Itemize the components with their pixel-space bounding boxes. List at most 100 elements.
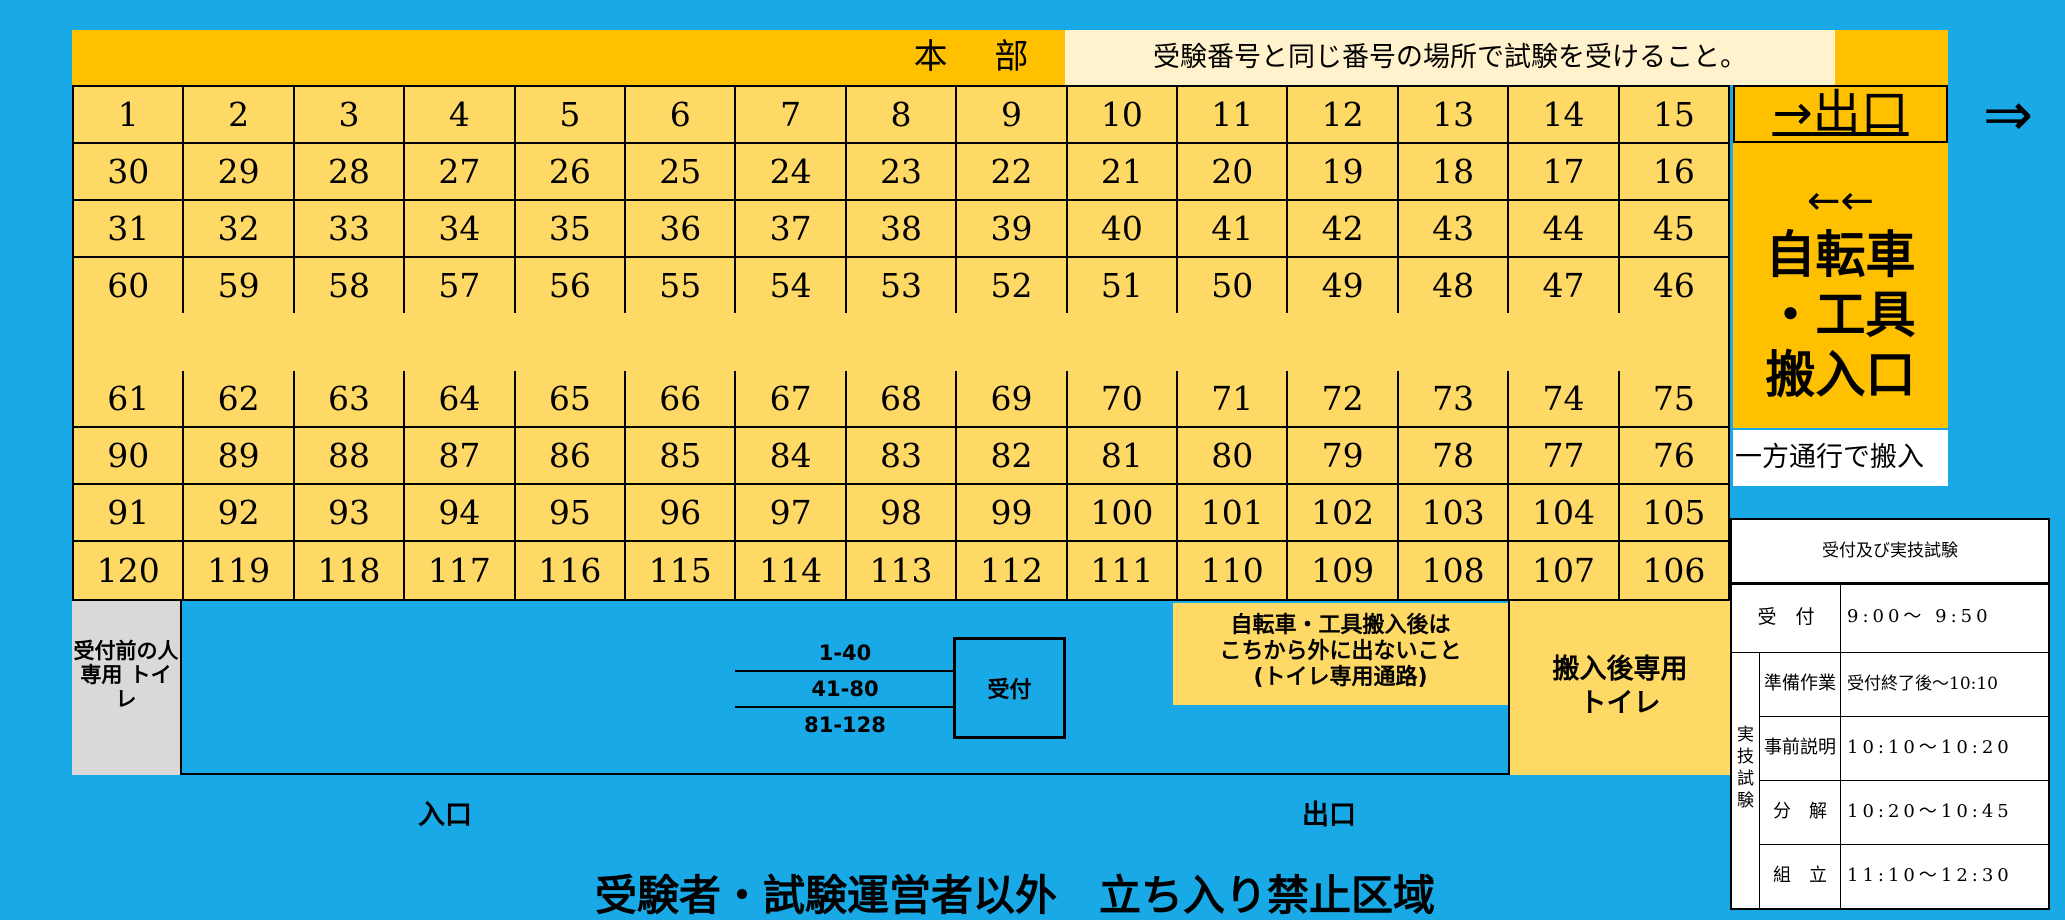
schedule-row: 組 立 11:10〜12:30 bbox=[1760, 844, 2048, 908]
seat-notice: 受験番号と同じ番号の場所で試験を受けること。 bbox=[1065, 30, 1835, 85]
seat-cell: 99 bbox=[957, 485, 1068, 540]
seat-cell: 45 bbox=[1652, 209, 1695, 248]
seat-cell: 110 bbox=[1178, 542, 1289, 599]
schedule-row-time: 10:10〜10:20 bbox=[1840, 716, 2048, 780]
seat-cell: 9 bbox=[957, 87, 1068, 142]
bike-line-3: 搬入口 bbox=[1765, 346, 1916, 404]
seat-cell: 88 bbox=[295, 428, 406, 483]
seat-cell: 20 bbox=[1178, 144, 1289, 199]
seat-cell: 78 bbox=[1399, 428, 1510, 483]
seat-cell: 54 bbox=[736, 258, 847, 313]
toilet-after-line-1: 搬入後専用 bbox=[1552, 654, 1688, 685]
seat-cell: 41 bbox=[1178, 201, 1289, 256]
seat-cell: 98 bbox=[847, 485, 958, 540]
seat-cell: 28 bbox=[295, 144, 406, 199]
seat-cell: 100 bbox=[1068, 485, 1179, 540]
schedule-row-time: 受付終了後〜10:10 bbox=[1840, 652, 2048, 716]
seat-cell: 66 bbox=[626, 371, 737, 426]
bike-note-line-3: (トイレ専用通路) bbox=[1253, 665, 1428, 690]
seat-cell: 95 bbox=[516, 485, 627, 540]
seat-cell: 68 bbox=[847, 371, 958, 426]
seat-cell: 39 bbox=[957, 201, 1068, 256]
seat-cell: 12 bbox=[1288, 87, 1399, 142]
center-aisle bbox=[74, 313, 1728, 369]
seat-cell: 70 bbox=[1068, 371, 1179, 426]
seat-cell: 62 bbox=[184, 371, 295, 426]
reception-desk: 受付 bbox=[953, 637, 1066, 739]
schedule-reception-row: 受 付 9:00〜 9:50 bbox=[1732, 582, 2048, 653]
seat-cell: 67 bbox=[736, 371, 847, 426]
schedule-row-time: 11:10〜12:30 bbox=[1840, 844, 2048, 908]
seat-cell: 29 bbox=[184, 144, 295, 199]
seat-cell: 80 bbox=[1178, 428, 1289, 483]
seat-cell: 30 bbox=[74, 144, 185, 199]
seat-cell: 91 bbox=[74, 485, 185, 540]
seat-cell: 31 bbox=[74, 201, 185, 256]
seat-cell: 16 bbox=[1652, 152, 1695, 191]
seat-cell: 32 bbox=[184, 201, 295, 256]
seat-cell: 76 bbox=[1652, 436, 1695, 475]
schedule-title: 受付及び実技試験 bbox=[1732, 520, 2048, 585]
seat-cell: 113 bbox=[847, 542, 958, 599]
seat-cell: 19 bbox=[1288, 144, 1399, 199]
toilet-after-entry: 搬入後専用 トイレ bbox=[1508, 601, 1730, 775]
seat-cell: 46 bbox=[1652, 266, 1695, 305]
exit-sign-top: →出口 bbox=[1733, 85, 1948, 143]
restricted-area-notice: 受験者・試験運営者以外 立ち入り禁止区域 bbox=[594, 871, 1435, 920]
schedule-row: 分 解 10:20〜10:45 bbox=[1760, 780, 2048, 845]
seat-cell: 44 bbox=[1509, 201, 1620, 256]
seat-cell: 7 bbox=[736, 87, 847, 142]
seat-cell: 35 bbox=[516, 201, 627, 256]
schedule-row: 準備作業受付終了後〜10:10 bbox=[1760, 652, 2048, 717]
seat-cell: 59 bbox=[184, 258, 295, 313]
seat-cell: 83 bbox=[847, 428, 958, 483]
schedule-row-time: 10:20〜10:45 bbox=[1840, 780, 2048, 844]
schedule-row-label: 準備作業 bbox=[1764, 673, 1836, 694]
schedule-reception-label: 受 付 bbox=[1757, 606, 1815, 628]
seat-cell: 6 bbox=[626, 87, 737, 142]
seat-cell: 61 bbox=[74, 371, 185, 426]
bike-note-line-1: 自転車・工具搬入後は bbox=[1230, 613, 1451, 638]
seat-cell: 118 bbox=[295, 542, 406, 599]
seat-cell: 52 bbox=[957, 258, 1068, 313]
schedule-table: 受付及び実技試験 受 付 9:00〜 9:50 実技試験 準備作業受付終了後〜1… bbox=[1730, 518, 2050, 910]
seat-cell: 97 bbox=[736, 485, 847, 540]
reception-ranges: 1-40 41-80 81-128 bbox=[735, 636, 955, 742]
seat-cell: 26 bbox=[516, 144, 627, 199]
entrance-label: 入口 bbox=[418, 800, 472, 831]
left-arrows-icon: ←← bbox=[1806, 178, 1875, 224]
seat-cell: 51 bbox=[1068, 258, 1179, 313]
seat-cell: 50 bbox=[1178, 258, 1289, 313]
seat-cell: 77 bbox=[1509, 428, 1620, 483]
seat-cell: 112 bbox=[957, 542, 1068, 599]
exit-arrow-icon: → bbox=[1772, 85, 1813, 141]
schedule-reception-time: 9:00〜 9:50 bbox=[1840, 582, 2048, 652]
seat-cell: 116 bbox=[516, 542, 627, 599]
seat-cell: 10 bbox=[1068, 87, 1179, 142]
schedule-row-label: 組 立 bbox=[1773, 865, 1827, 886]
schedule-row-label: 分 解 bbox=[1773, 801, 1827, 822]
seat-cell: 15 bbox=[1652, 95, 1695, 134]
seat-cell: 48 bbox=[1399, 258, 1510, 313]
one-way-notice: 一方通行で搬入 bbox=[1733, 430, 1948, 486]
exit-double-arrow-icon: ⇒ bbox=[1982, 80, 2034, 150]
seat-cell: 36 bbox=[626, 201, 737, 256]
seat-cell: 82 bbox=[957, 428, 1068, 483]
exit-bottom-label: 出口 bbox=[1302, 800, 1356, 831]
seat-cell: 37 bbox=[736, 201, 847, 256]
toilet-before-reception: 受付前の人専用 トイレ bbox=[72, 601, 182, 775]
schedule-practical-label: 実技試験 bbox=[1732, 652, 1760, 908]
reception-range-2: 41-80 bbox=[735, 672, 955, 708]
seat-cell: 85 bbox=[626, 428, 737, 483]
seat-cell: 81 bbox=[1068, 428, 1179, 483]
bike-line-2: ・工具 bbox=[1765, 286, 1916, 344]
seat-cell: 53 bbox=[847, 258, 958, 313]
seat-cell: 27 bbox=[405, 144, 516, 199]
seat-cell: 5 bbox=[516, 87, 627, 142]
seat-cell: 3 bbox=[295, 87, 406, 142]
